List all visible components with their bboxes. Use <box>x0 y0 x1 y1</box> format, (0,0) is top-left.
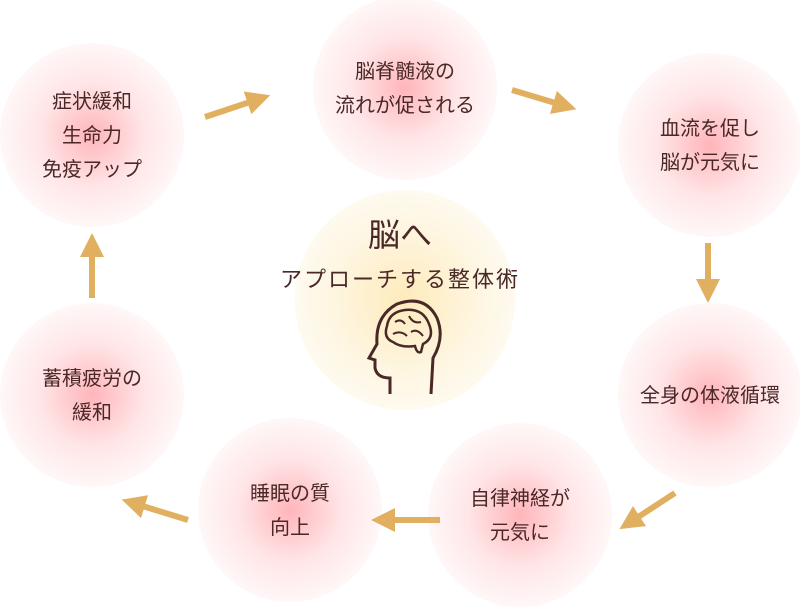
center-title: 脳へ <box>367 216 432 254</box>
center-glow <box>295 190 515 410</box>
node-csf-flow: 脳脊髄液の 流れが促される <box>313 0 497 180</box>
node-symptom-relief: 症状緩和 生命力 免疫アップ <box>0 43 184 227</box>
node-blood-flow: 血流を促し 脳が元気に <box>618 53 800 237</box>
arrow-1 <box>204 91 271 120</box>
arrow-4 <box>619 490 677 530</box>
node-fatigue: 蓄積疲労の 緩和 <box>0 303 184 487</box>
node-sleep: 睡眠の質 向上 <box>198 418 382 602</box>
arrow-6 <box>121 495 189 523</box>
head-brain-icon <box>366 299 442 395</box>
center-subtitle: アプローチする整体術 <box>279 268 520 293</box>
node-autonomic: 自律神経が 元気に <box>428 423 612 607</box>
arrow-2 <box>511 87 577 114</box>
node-body-fluid: 全身の体液循環 <box>618 303 800 487</box>
